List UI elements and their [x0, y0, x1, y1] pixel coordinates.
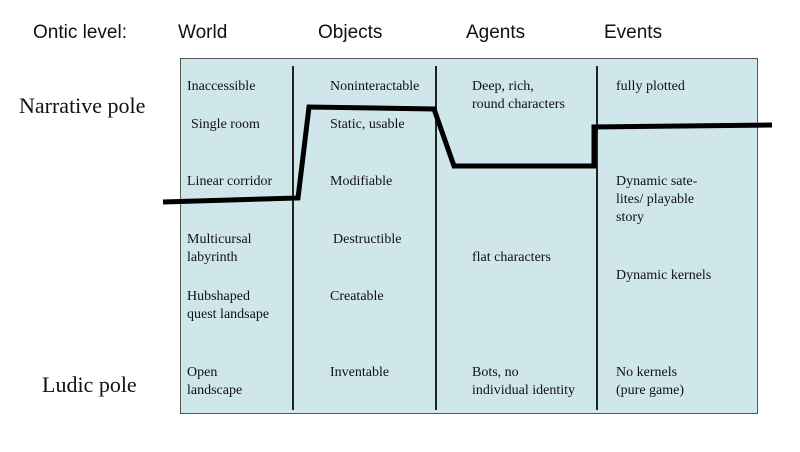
objects-cell: Inventable	[330, 365, 390, 380]
ontic-level-label: Ontic level:	[33, 22, 127, 43]
column-divider	[596, 66, 598, 410]
events-cell: No kernels (pure game)	[616, 365, 685, 398]
column-header-agents: Agents	[466, 22, 526, 43]
world-cell: Open landscape	[187, 365, 243, 398]
agents-cell: Deep, rich, round characters	[472, 79, 565, 112]
ludic-pole-label: Ludic pole	[42, 372, 137, 397]
objects-cell: Destructible	[333, 232, 402, 247]
world-cell: Multicursal labyrinth	[187, 232, 252, 265]
agents-cell: Bots, no individual identity	[472, 365, 576, 398]
events-cell: Dynamic sate- lites/ playable story	[616, 174, 698, 225]
events-cell: Dynamic kernels	[616, 268, 712, 283]
column-divider	[435, 66, 437, 410]
narrative-pole-label: Narrative pole	[19, 93, 146, 118]
objects-cell: Creatable	[330, 289, 384, 304]
column-header-objects: Objects	[318, 22, 383, 43]
world-cell: Single room	[191, 117, 260, 132]
column-header-world: World	[178, 22, 228, 43]
world-cell: Inaccessible	[187, 79, 256, 94]
diagram-panel	[180, 58, 758, 414]
objects-cell: Static, usable	[330, 117, 405, 132]
agents-cell: flat characters	[472, 250, 551, 265]
world-cell: Hubshaped quest landsape	[187, 289, 270, 322]
events-cell: fully plotted	[616, 79, 685, 94]
column-divider	[292, 66, 294, 410]
world-cell: Linear corridor	[187, 174, 273, 189]
objects-cell: Modifiable	[330, 174, 393, 189]
objects-cell: Noninteractable	[330, 79, 420, 94]
column-header-events: Events	[604, 22, 663, 43]
